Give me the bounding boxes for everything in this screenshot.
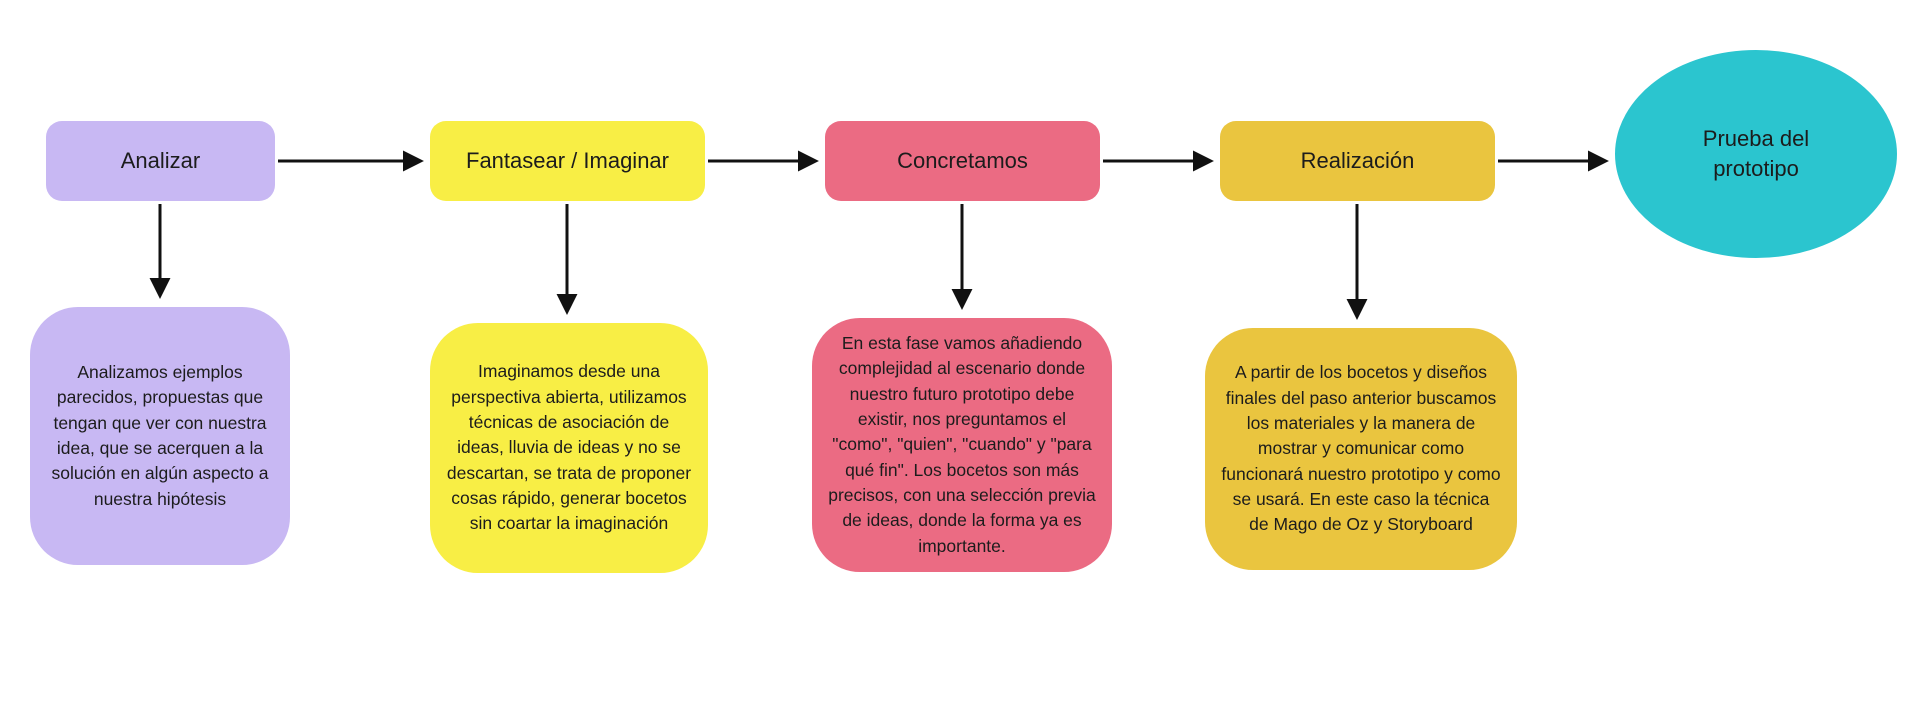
stage-description-fantasear-imaginar: Imaginamos desde una perspectiva abierta… xyxy=(430,323,708,573)
final-node-prueba-del-prototipo: Prueba del prototipo xyxy=(1615,50,1897,258)
stage-node-concretamos: Concretamos xyxy=(825,121,1100,201)
stage-description-analizar: Analizamos ejemplos parecidos, propuesta… xyxy=(30,307,290,565)
stage-label: Realización xyxy=(1300,148,1415,174)
stage-node-realizacion: Realización xyxy=(1220,121,1495,201)
stage-label: Analizar xyxy=(120,148,201,174)
stage-description-text: Imaginamos desde una perspectiva abierta… xyxy=(446,361,692,534)
stage-description-realizacion: A partir de los bocetos y diseños finale… xyxy=(1205,328,1517,570)
final-node-label: Prueba del prototipo xyxy=(1702,126,1810,181)
stage-node-analizar: Analizar xyxy=(46,121,275,201)
stage-node-fantasear-imaginar: Fantasear / Imaginar xyxy=(430,121,705,201)
stage-label: Concretamos xyxy=(897,148,1028,174)
stage-description-text: Analizamos ejemplos parecidos, propuesta… xyxy=(51,361,269,509)
stage-label: Fantasear / Imaginar xyxy=(466,148,669,174)
stage-description-text: A partir de los bocetos y diseños finale… xyxy=(1221,362,1501,535)
stage-description-concretamos: En esta fase vamos añadiendo complejidad… xyxy=(812,318,1112,572)
stage-description-text: En esta fase vamos añadiendo complejidad… xyxy=(828,332,1096,556)
